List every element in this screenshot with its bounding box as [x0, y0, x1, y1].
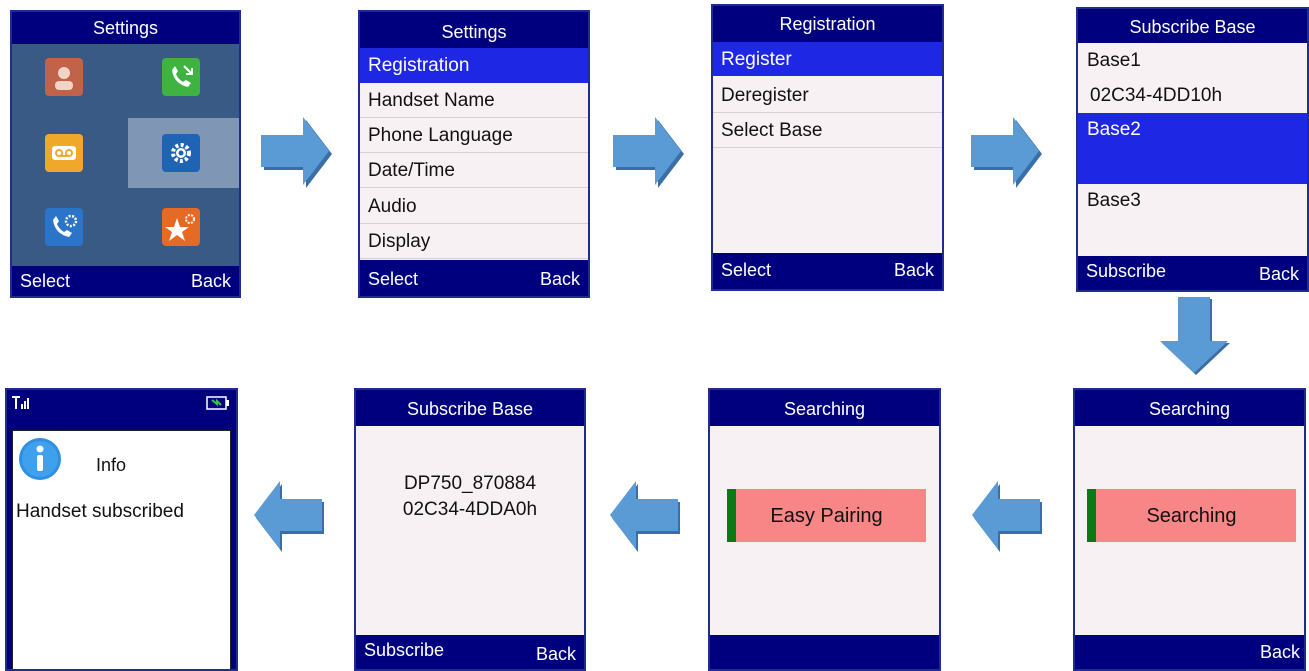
softkey-bar: Back [1075, 635, 1304, 669]
back-softkey[interactable]: Back [1259, 642, 1300, 662]
screen-title: Searching [710, 390, 939, 426]
searching-screen: Searching Searching Back [1073, 388, 1306, 671]
call-features-icon[interactable] [45, 208, 83, 246]
screen-title: Subscribe Base [356, 390, 584, 426]
screen-title: Searching [1075, 390, 1304, 426]
menu-item-registration[interactable]: Registration [360, 48, 588, 83]
softkey-bar [710, 635, 939, 669]
handset-subscribed-screen: Info Handset subscribed [5, 388, 238, 671]
screen-title: Settings [360, 12, 588, 48]
menu-item-select-base[interactable]: Select Base [713, 113, 942, 148]
settings-gear-icon[interactable] [162, 134, 200, 172]
info-icon [19, 438, 61, 480]
base-id: 02C34-4DDA0h [402, 499, 538, 520]
right-arrow-icon [971, 117, 1042, 188]
base3-label[interactable]: Base3 [1087, 190, 1141, 211]
call-history-icon[interactable] [162, 58, 200, 96]
select-softkey[interactable]: Select [721, 260, 772, 280]
softkey-bar: Select Back [12, 266, 239, 296]
left-arrow-icon [254, 481, 324, 552]
menu-item-handset-name[interactable]: Handset Name [360, 83, 588, 118]
easy-pairing-status-text: Easy Pairing [770, 505, 883, 527]
registration-screen: Registration Register Deregister Select … [711, 4, 944, 291]
settings-list-screen: Settings Registration Handset Name Phone… [358, 10, 590, 298]
softkey-bar: Select Back [360, 260, 588, 296]
softkey-bar: Select Back [713, 253, 942, 289]
base1-label[interactable]: Base1 [1087, 50, 1141, 71]
subscribe-base-list-screen: Subscribe Base Base1 02C34-4DD10h Base2 … [1076, 7, 1309, 292]
back-softkey[interactable]: Back [539, 269, 580, 289]
battery-charging-icon [206, 396, 229, 410]
voicemail-icon[interactable] [45, 134, 83, 172]
signal-strength-icon [12, 396, 29, 409]
screen-title: Settings [12, 12, 239, 44]
subscribe-base-result-screen: Subscribe Base DP750_870884 02C34-4DDA0h… [354, 388, 586, 671]
settings-icon-screen: Settings Select Back [10, 10, 241, 298]
searching-status-text: Searching [1146, 505, 1237, 527]
menu-item-register[interactable]: Register [713, 42, 942, 76]
base2-label: Base2 [1087, 119, 1141, 140]
subscribe-softkey[interactable]: Subscribe [364, 640, 445, 660]
status-indicator-bar [1087, 489, 1096, 542]
left-arrow-icon [972, 481, 1042, 552]
features-star-icon[interactable] [162, 208, 200, 246]
menu-item-display[interactable]: Display [360, 224, 588, 259]
status-bar [7, 390, 236, 416]
screen-title: Subscribe Base [1078, 9, 1307, 43]
status-indicator-bar [727, 489, 736, 542]
select-softkey[interactable]: Select [20, 271, 71, 291]
menu-item-date-time[interactable]: Date/Time [360, 153, 588, 188]
info-dialog-title: Info [96, 455, 127, 475]
left-arrow-icon [610, 481, 680, 552]
softkey-bar: Subscribe Back [1078, 256, 1307, 290]
info-dialog: Info Handset subscribed [12, 430, 231, 669]
menu-item-audio[interactable]: Audio [360, 189, 588, 224]
right-arrow-icon [261, 117, 332, 188]
back-softkey[interactable]: Back [893, 260, 934, 280]
back-softkey[interactable]: Back [535, 644, 576, 664]
softkey-bar: Subscribe Back [356, 635, 584, 669]
menu-item-phone-language[interactable]: Phone Language [360, 118, 588, 153]
searching-status-box: Searching [1087, 489, 1296, 542]
contacts-icon[interactable] [45, 58, 83, 96]
right-arrow-icon [613, 117, 684, 188]
down-arrow-icon [1160, 297, 1230, 375]
menu-item-deregister[interactable]: Deregister [713, 78, 942, 113]
back-softkey[interactable]: Back [1258, 264, 1299, 284]
easy-pairing-screen: Searching Easy Pairing [708, 388, 941, 671]
base-name: DP750_870884 [403, 473, 537, 494]
easy-pairing-status-box: Easy Pairing [727, 489, 926, 542]
screen-title: Registration [713, 6, 942, 42]
select-softkey[interactable]: Select [368, 269, 419, 289]
base1-id: 02C34-4DD10h [1090, 85, 1223, 106]
subscribe-softkey[interactable]: Subscribe [1086, 261, 1167, 281]
back-softkey[interactable]: Back [190, 271, 231, 291]
subscribed-message: Handset subscribed [16, 501, 184, 522]
base2-item[interactable]: Base2 [1078, 113, 1307, 184]
